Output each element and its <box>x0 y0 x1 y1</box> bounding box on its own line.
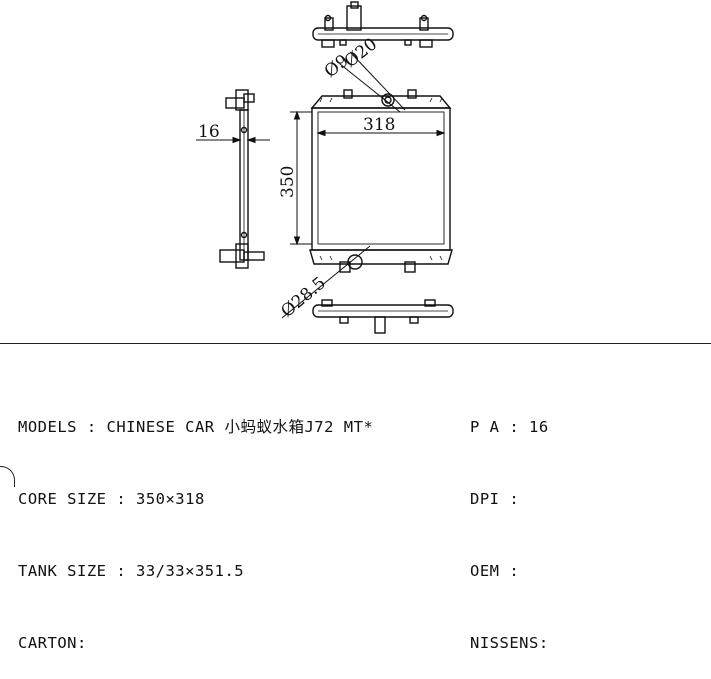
spec-left-column: MODELS : CHINESE CAR 小蚂蚁水箱J72 MT* CORE S… <box>18 367 373 679</box>
radiator-technical-drawing: Ø20 Ø9 318 350 16 Ø28.5 <box>196 1 454 334</box>
dim-tank-thickness: 16 <box>198 122 220 142</box>
spec-right-column: P A : 16 DPI : OEM : NISSENS: <box>470 367 549 679</box>
spec-models: MODELS : CHINESE CAR 小蚂蚁水箱J72 MT* <box>18 418 374 436</box>
spec-core-size: CORE SIZE : 350×318 <box>18 490 205 508</box>
dim-core-width: 318 <box>363 115 395 135</box>
top-tank-view <box>312 1 454 48</box>
spec-pa: P A : 16 <box>470 418 549 436</box>
spec-tank-size: TANK SIZE : 33/33×351.5 <box>18 562 245 580</box>
section-divider <box>0 343 711 344</box>
bottom-tank-view <box>312 299 454 334</box>
corner-bracket <box>0 466 15 487</box>
spec-nissens: NISSENS: <box>470 634 549 652</box>
dimension-lines <box>196 51 446 319</box>
spec-dpi: DPI : <box>470 490 520 508</box>
spec-carton: CARTON: <box>18 634 87 652</box>
side-view <box>219 89 265 269</box>
dim-core-height: 350 <box>278 166 298 198</box>
dim-bottom-pipe: Ø28.5 <box>277 273 330 322</box>
spec-oem: OEM : <box>470 562 520 580</box>
